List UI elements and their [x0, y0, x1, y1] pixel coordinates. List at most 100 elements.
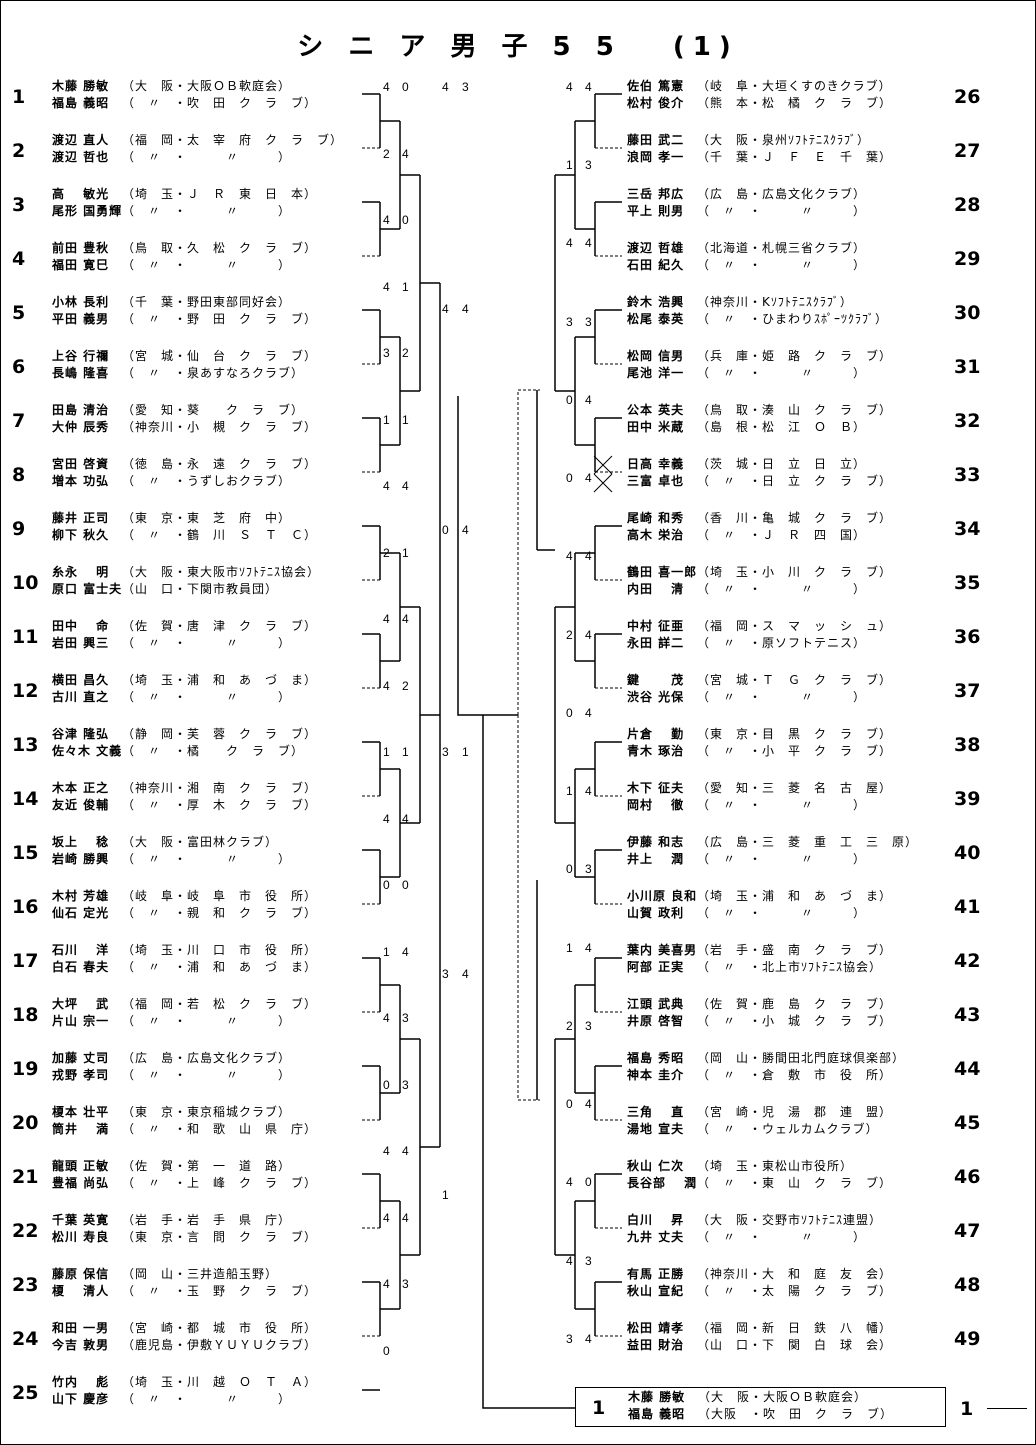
seed-number: 6 — [12, 356, 26, 378]
seed-number: 13 — [12, 734, 39, 756]
player-affiliation: （ 〃 ・うずしおクラブ） — [122, 474, 292, 488]
player-affiliation: （ 〃 ・原ソフトテニス） — [697, 636, 867, 650]
match-score: 4 — [383, 678, 390, 693]
player-2: 高木 栄治（ 〃 ・Ｊ Ｒ 四 国） — [627, 528, 866, 542]
seed-number: 8 — [12, 464, 26, 486]
player-1: 公本 英夫（鳥 取・湊 山 ク ラ ブ） — [627, 403, 892, 417]
player-name: 三角 直 — [627, 1105, 685, 1119]
match-score: 0 — [383, 1077, 390, 1092]
player-affiliation: （埼 玉・川 口 市 役 所） — [122, 943, 318, 957]
player-affiliation: （愛 知・葵 ク ラ ブ） — [122, 403, 305, 417]
match-score: 4 — [566, 1253, 573, 1268]
match-score: 1 — [383, 745, 390, 759]
player-name: 江頭 武典 — [627, 997, 685, 1011]
player-2: 長谷部 潤（ 〃 ・東 山 ク ラ ブ） — [627, 1176, 892, 1190]
player-1: 大坪 武（福 岡・若 松 ク ラ ブ） — [52, 997, 317, 1011]
match-score: 2 — [383, 545, 390, 560]
player-name: 松川 寿良 — [52, 1230, 110, 1244]
player-name: 藤田 武二 — [627, 133, 685, 147]
player-name: 今吉 敦男 — [52, 1338, 110, 1352]
player-affiliation: （島 根・松 江 Ｏ Ｂ） — [697, 420, 867, 434]
seed-number: 14 — [12, 788, 39, 810]
player-affiliation: （ 〃 ・ 〃 ） — [697, 366, 867, 380]
player-affiliation: （ 〃 ・ 〃 ） — [697, 204, 867, 218]
player-name: 青木 琢治 — [627, 744, 685, 758]
match-score: 4 — [383, 1210, 390, 1225]
seed-number: 11 — [12, 626, 39, 648]
player-1: 坂上 稔（大 阪・富田林クラブ） — [52, 835, 278, 849]
match-score: 1 — [442, 1188, 449, 1203]
player-affiliation: （兵 庫・姫 路 ク ラ ブ） — [697, 349, 893, 363]
match-score: 4 — [383, 80, 390, 94]
player-affiliation: （東 京・東京稲城クラブ） — [122, 1105, 292, 1119]
seed-number: 47 — [954, 1220, 981, 1242]
player-affiliation: （ 〃 ・玉 野 ク ラ ブ） — [122, 1284, 318, 1298]
player-affiliation: （ 〃 ・Ｊ Ｒ 四 国） — [697, 528, 867, 542]
player-1: 藤井 正司（東 京・東 芝 府 中） — [52, 511, 291, 525]
seed-number: 20 — [12, 1112, 39, 1134]
match-score: 4 — [402, 944, 409, 959]
player-name: 神本 圭介 — [627, 1068, 685, 1082]
player-2: 田中 米蔵（島 根・松 江 Ｏ Ｂ） — [627, 420, 866, 434]
player-affiliation: （埼 玉・小 川 ク ラ ブ） — [697, 565, 893, 579]
player-affiliation: （愛 知・三 菱 名 古 屋） — [697, 781, 893, 795]
champion-box: 1 木藤 勝敏（大 阪・大阪ＯＢ軟庭会） 福島 義昭（大阪 ・吹 田 ク ラ ブ… — [575, 1387, 946, 1427]
player-name: 葉内 美喜男 — [627, 943, 698, 957]
player-affiliation: （ 〃 ・ 〃 ） — [122, 1068, 292, 1082]
match-score: 4 — [402, 612, 409, 626]
player-name: 尾崎 和秀 — [627, 511, 685, 525]
match-score: 4 — [442, 301, 449, 316]
player-2: 古川 直之（ 〃 ・ 〃 ） — [52, 690, 291, 704]
match-score: 4 — [383, 1011, 390, 1025]
player-name: 豊福 尚弘 — [52, 1176, 110, 1190]
player-2: 山賀 政利（ 〃 ・ 〃 ） — [627, 906, 866, 920]
player-name: 長嶋 隆喜 — [52, 366, 110, 380]
player-2: 岩崎 勝興（ 〃 ・ 〃 ） — [52, 852, 291, 866]
seed-number: 23 — [12, 1274, 39, 1296]
seed-number: 36 — [954, 626, 981, 648]
player-affiliation: （埼 玉・浦 和 あ づ ま） — [697, 889, 893, 903]
player-name: 渡辺 直人 — [52, 133, 110, 147]
player-name: 坂上 稔 — [52, 835, 110, 849]
player-1: 横田 昌久（埼 玉・浦 和 あ づ ま） — [52, 673, 317, 687]
player-affiliation: （佐 賀・鹿 島 ク ラ ブ） — [697, 997, 893, 1011]
player-affiliation: （大 阪・東大阪市ｿﾌﾄﾃﾆｽ協会） — [122, 565, 321, 579]
match-score: 4 — [585, 392, 592, 407]
player-name: 松尾 泰英 — [627, 312, 685, 326]
match-score: 4 — [585, 940, 592, 955]
player-affiliation: （ 〃 ・ 〃 ） — [122, 258, 292, 272]
player-name: 榎 清人 — [52, 1284, 110, 1298]
player-affiliation: （徳 島・永 遠 ク ラ ブ） — [122, 457, 318, 471]
player-affiliation: （香 川・亀 城 ク ラ ブ） — [697, 511, 893, 525]
player-2: 神本 圭介（ 〃 ・倉 敷 市 役 所） — [627, 1068, 892, 1082]
player-name: 九井 丈夫 — [627, 1230, 685, 1244]
match-score: 3 — [383, 346, 390, 360]
player-1: 木藤 勝敏（大 阪・大阪ＯＢ軟庭会） — [52, 79, 291, 93]
player-affiliation: （ 〃 ・ひまわりｽﾎﾟｰﾂｸﾗﾌﾞ） — [697, 312, 889, 326]
player-name: 片山 宗一 — [52, 1014, 110, 1028]
player-name: 中村 征亜 — [627, 619, 685, 633]
seed-number: 49 — [954, 1328, 981, 1350]
match-score: 2 — [566, 627, 573, 642]
seed-number: 12 — [12, 680, 39, 702]
match-score: 0 — [566, 1097, 573, 1112]
player-1: 藤原 保信（岡 山・三井造船玉野） — [52, 1267, 278, 1281]
match-score: 4 — [383, 811, 390, 826]
player-name: 佐伯 篤憲 — [627, 79, 685, 93]
player-name: 鍵 茂 — [627, 673, 685, 687]
champion-line — [987, 1408, 1027, 1409]
seed-number: 9 — [12, 518, 26, 540]
seed-number: 32 — [954, 410, 981, 432]
player-name: 三岳 邦広 — [627, 187, 685, 201]
player-1: 三角 直（宮 崎・児 湯 郡 連 盟） — [627, 1105, 892, 1119]
match-score: 4 — [585, 471, 592, 486]
player-affiliation: （福 岡・新 日 鉄 八 幡） — [697, 1321, 893, 1335]
seed-number: 35 — [954, 572, 981, 594]
player-1: 和田 一男（宮 崎・都 城 市 役 所） — [52, 1321, 317, 1335]
player-1: 尾崎 和秀 （香 川・亀 城 ク ラ ブ） — [627, 511, 892, 525]
match-score: 3 — [566, 314, 573, 329]
player-affiliation: （広 島・三 菱 重 工 三 原） — [697, 835, 919, 849]
player-affiliation: （東 京・目 黒 ク ラ ブ） — [697, 727, 893, 741]
center-final-lines — [457, 389, 575, 1409]
player-1: 葉内 美喜男（岩 手・盛 南 ク ラ ブ） — [627, 943, 892, 957]
